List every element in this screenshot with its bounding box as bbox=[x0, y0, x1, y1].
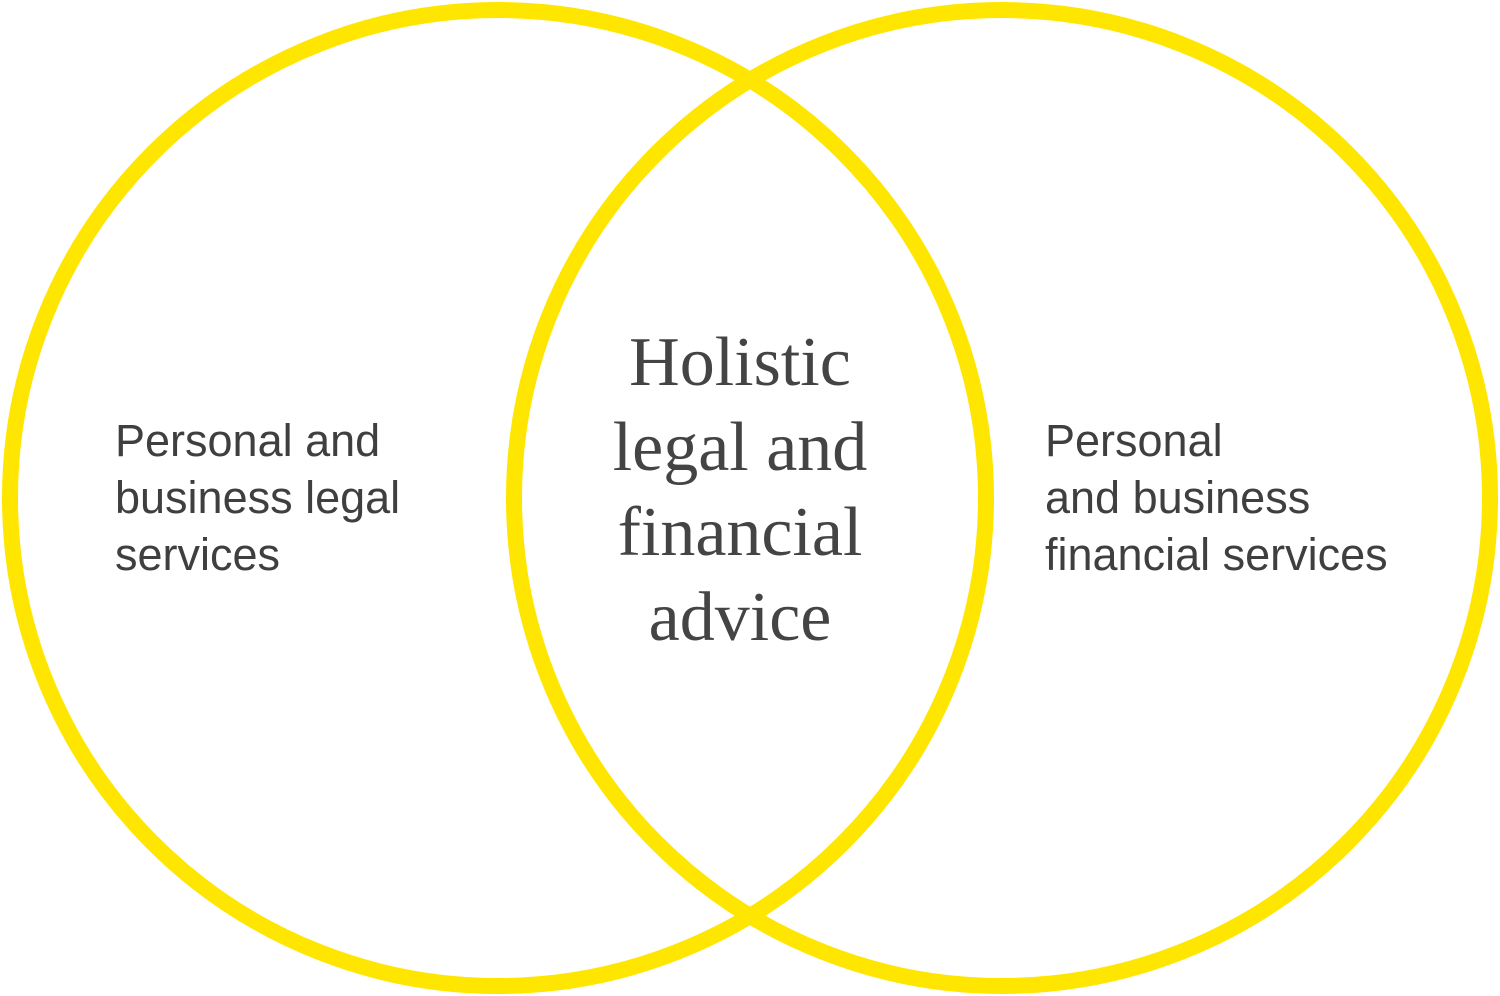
label-line: financial services bbox=[1045, 529, 1388, 580]
financial-services-circle bbox=[506, 2, 1498, 994]
label-line: Personal and bbox=[115, 415, 381, 466]
label-line: advice bbox=[648, 579, 832, 656]
label-line: services bbox=[115, 529, 281, 580]
legal-services-circle bbox=[2, 2, 994, 994]
label-line: legal and bbox=[612, 409, 868, 486]
label-line: financial bbox=[617, 494, 863, 571]
legal-services-label: Personal and business legal services bbox=[115, 412, 400, 583]
label-line: and business bbox=[1045, 472, 1311, 523]
financial-services-label: Personal and business financial services bbox=[1045, 412, 1388, 583]
label-line: Holistic bbox=[629, 324, 851, 401]
holistic-advice-label: Holistic legal and financial advice bbox=[540, 320, 940, 660]
label-line: business legal bbox=[115, 472, 401, 523]
label-line: Personal bbox=[1045, 415, 1223, 466]
